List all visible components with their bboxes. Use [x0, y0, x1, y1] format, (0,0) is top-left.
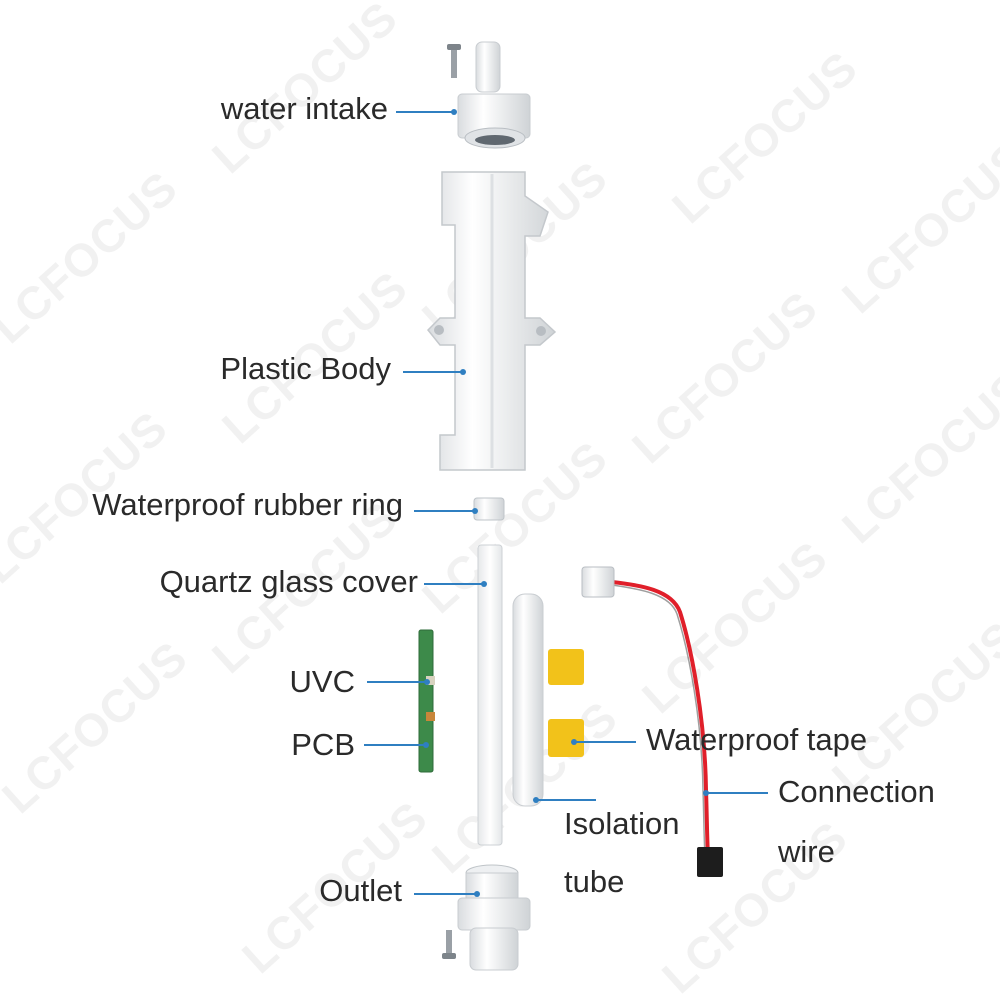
- rubber-ring-part: [473, 497, 505, 521]
- leader-uvc: [367, 681, 427, 683]
- leader-dot: [472, 508, 478, 514]
- leader-isolation-tube: [536, 799, 596, 801]
- leader-water-intake: [396, 111, 454, 113]
- pcb-component: [426, 712, 435, 721]
- label-water-intake: water intake: [220, 91, 388, 126]
- leader-dot: [424, 679, 430, 685]
- isolation-tube-part: [512, 593, 544, 807]
- outlet-bracket: [457, 897, 531, 931]
- uvc-led: [426, 676, 435, 685]
- waterproof-tape-piece: [548, 719, 584, 757]
- wire-connector-white: [581, 566, 615, 598]
- intake-nozzle: [475, 41, 501, 93]
- label-isolation-line2: tube: [564, 864, 625, 899]
- leader-pcb: [364, 744, 426, 746]
- plastic-body-part: [426, 171, 557, 471]
- screw-head: [447, 44, 461, 50]
- label-plastic-body: Plastic Body: [220, 351, 391, 386]
- label-connection-line2: wire: [778, 834, 835, 869]
- outlet-nozzle: [469, 927, 519, 971]
- wire-shadow: [611, 584, 706, 856]
- pcb-board: [418, 629, 434, 773]
- leader-quartz-cover: [424, 583, 484, 585]
- label-uvc: UVC: [289, 664, 355, 699]
- leader-waterproof-tape: [574, 741, 636, 743]
- label-pcb: PCB: [291, 727, 355, 762]
- water-intake-part: [447, 41, 531, 149]
- leader-outlet: [414, 893, 476, 895]
- label-outlet: Outlet: [319, 873, 402, 908]
- leader-rubber-ring: [414, 510, 476, 512]
- leader-dot: [451, 109, 457, 115]
- leader-dot: [474, 891, 480, 897]
- leader-plastic-body: [403, 371, 463, 373]
- label-rubber-ring: Waterproof rubber ring: [92, 487, 403, 522]
- leader-dot: [481, 581, 487, 587]
- leader-dot: [423, 742, 429, 748]
- quartz-glass-tube: [477, 544, 503, 846]
- outlet-part: [442, 864, 531, 971]
- mount-hole-right: [536, 326, 546, 336]
- wire-connector-black: [697, 847, 723, 877]
- wire-red: [611, 580, 710, 856]
- label-quartz-cover: Quartz glass cover: [159, 564, 418, 599]
- waterproof-tape-piece: [548, 649, 584, 685]
- leader-dot: [460, 369, 466, 375]
- leader-connection-wire: [706, 792, 768, 794]
- connection-wire-part: [581, 566, 723, 877]
- screw: [451, 48, 457, 78]
- label-isolation-line1: Isolation: [564, 806, 680, 841]
- label-waterproof-tape: Waterproof tape: [646, 722, 868, 757]
- label-connection-line1: Connection: [778, 774, 935, 809]
- intake-hole: [475, 135, 515, 145]
- screw: [446, 930, 452, 956]
- screw-head: [442, 953, 456, 959]
- mount-hole-left: [434, 325, 444, 335]
